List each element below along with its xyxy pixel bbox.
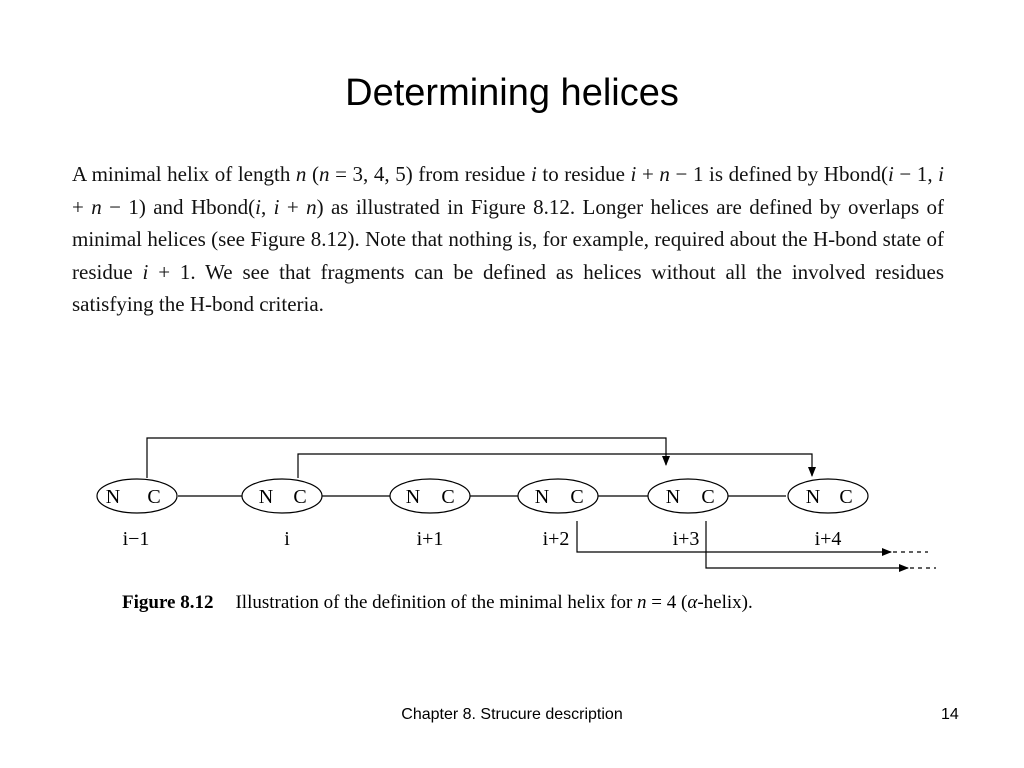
- node-n-label: N: [259, 486, 273, 508]
- hbond-arrow-i-1-to-i3: [146, 437, 670, 478]
- residue-label-5: i+4: [815, 528, 842, 550]
- hbond-arrow-i3-continuing: [705, 521, 909, 572]
- hbond-arrow-i2-continuing: [576, 521, 892, 556]
- node-n-label: N: [535, 486, 549, 508]
- residue-node-4: N C: [647, 478, 729, 514]
- helix-diagram: N C N C N C N C N C N C i−1 i: [96, 437, 936, 572]
- node-c-label: C: [293, 486, 306, 508]
- residue-label-4: i+3: [673, 528, 700, 550]
- page-number: 14: [941, 706, 959, 723]
- hbond-arrow-i-to-i4: [297, 453, 816, 478]
- residue-node-3: N C: [517, 478, 599, 514]
- residue-label-2: i+1: [417, 528, 444, 550]
- node-n-label: N: [806, 486, 820, 508]
- residue-label-3: i+2: [543, 528, 570, 550]
- slide-title: Determining helices: [345, 72, 679, 114]
- node-n-label: N: [106, 486, 120, 508]
- node-c-label: C: [147, 486, 160, 508]
- figure-label: Figure 8.12: [122, 592, 214, 613]
- node-n-label: N: [406, 486, 420, 508]
- helix-figure: N C N C N C N C N C N C i−1 i: [0, 420, 1024, 630]
- body-paragraph: A minimal helix of length n (n = 3, 4, 5…: [72, 162, 945, 316]
- residue-node-2: N C: [389, 478, 471, 514]
- node-c-label: C: [701, 486, 714, 508]
- residue-node-5: N C: [787, 478, 869, 514]
- residue-node-1: N C: [241, 478, 323, 514]
- residue-label-0: i−1: [123, 528, 150, 550]
- footer-chapter: Chapter 8. Strucure description: [401, 706, 623, 723]
- node-n-label: N: [666, 486, 680, 508]
- node-c-label: C: [570, 486, 583, 508]
- residue-node-0: N C: [96, 478, 178, 514]
- node-c-label: C: [839, 486, 852, 508]
- node-c-label: C: [441, 486, 454, 508]
- residue-label-1: i: [284, 528, 290, 550]
